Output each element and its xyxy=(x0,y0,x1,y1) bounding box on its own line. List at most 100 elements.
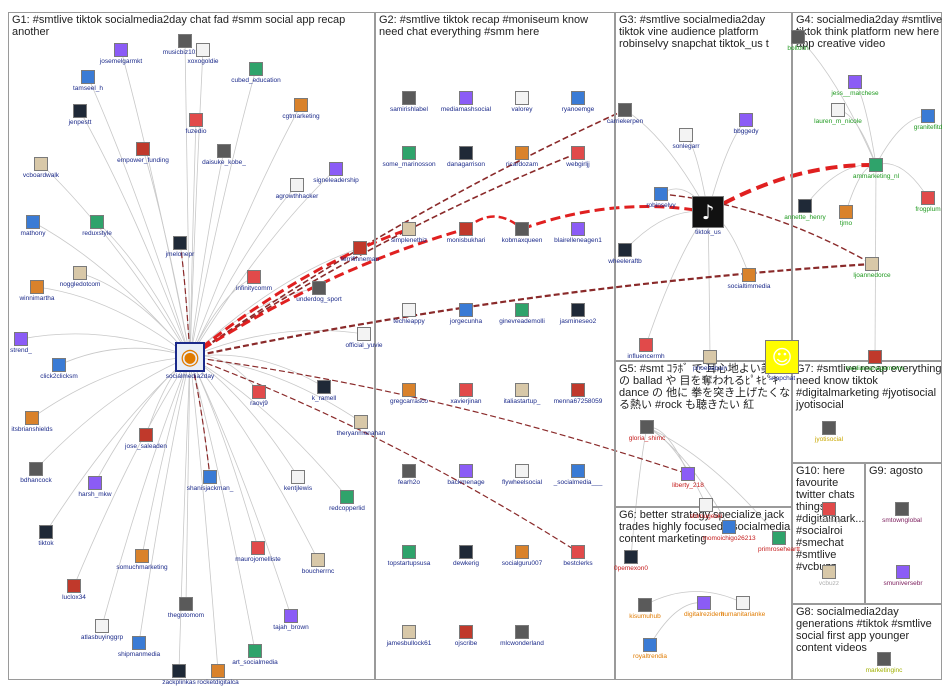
node-blairelleneagen1[interactable] xyxy=(571,222,585,236)
node-sonlegarr[interactable] xyxy=(679,128,693,142)
node-phoebabain[interactable] xyxy=(703,350,717,364)
node-socialmedia2day[interactable]: ◉ xyxy=(175,342,205,372)
node-ljoannedorce[interactable] xyxy=(865,257,879,271)
node-boltorin[interactable] xyxy=(791,30,805,44)
node-thegotomom[interactable] xyxy=(179,597,193,611)
node-strend_[interactable] xyxy=(14,332,28,346)
node-terrifinneman[interactable] xyxy=(353,241,367,255)
node-luclox34[interactable] xyxy=(67,579,81,593)
node-gloria_shimc[interactable] xyxy=(640,420,654,434)
node-gregcarrasco[interactable] xyxy=(402,383,416,397)
node-tamseel_h[interactable] xyxy=(81,70,95,84)
node-topstartupsusa[interactable] xyxy=(402,545,416,559)
node-danagarrison[interactable] xyxy=(459,146,473,160)
node-empower_funding[interactable] xyxy=(136,142,150,156)
node-tjmo[interactable] xyxy=(839,205,853,219)
node-jasmineseo2[interactable] xyxy=(571,303,585,317)
node-annette_henry[interactable] xyxy=(798,199,812,213)
node-signeleadership[interactable] xyxy=(329,162,343,176)
node-carriekerpen[interactable] xyxy=(618,103,632,117)
node-bdhancock[interactable] xyxy=(29,462,43,476)
node-art_socialmedia[interactable] xyxy=(248,644,262,658)
node-official_yuvie[interactable] xyxy=(357,327,371,341)
node-royaltrendia[interactable] xyxy=(643,638,657,652)
node-jenpestt[interactable] xyxy=(73,104,87,118)
node-xoxogoldie[interactable] xyxy=(196,43,210,57)
node-liberty_218[interactable] xyxy=(681,467,695,481)
node-mlcwonderland[interactable] xyxy=(515,625,529,639)
node-shimugeski[interactable] xyxy=(699,498,713,512)
node-monisbukhari[interactable] xyxy=(459,222,473,236)
node-jamesbullock61[interactable] xyxy=(402,625,416,639)
node-some_marinosson[interactable] xyxy=(402,146,416,160)
node-winnimartha[interactable] xyxy=(30,280,44,294)
node-redcopperlid[interactable] xyxy=(340,490,354,504)
node-0pemexon0[interactable] xyxy=(624,550,638,564)
node-mathony[interactable] xyxy=(26,215,40,229)
node-smtownglobal[interactable] xyxy=(895,502,909,516)
node-harsh_mkw[interactable] xyxy=(88,476,102,490)
node-somuchmarketing[interactable] xyxy=(135,549,149,563)
node-josemelgarmkt[interactable] xyxy=(114,43,128,57)
node-underdog_sport[interactable] xyxy=(312,281,326,295)
node-jose_saleaden[interactable] xyxy=(139,428,153,442)
node-valorey[interactable] xyxy=(515,91,529,105)
node-techleappy[interactable] xyxy=(402,303,416,317)
node-k_ramell[interactable] xyxy=(317,380,331,394)
node-iconicapp[interactable] xyxy=(822,502,836,516)
node-granitefitd[interactable] xyxy=(921,109,935,123)
node-cubed_education[interactable] xyxy=(249,62,263,76)
node-tiktok_us[interactable]: ♪ xyxy=(692,196,724,228)
node-influencermh[interactable] xyxy=(639,338,653,352)
node-zackplinkas[interactable] xyxy=(172,664,186,678)
node-snapchat[interactable]: ☺ xyxy=(765,340,799,374)
node-ammarketing_nl[interactable] xyxy=(869,158,883,172)
node-shanisjackman_[interactable] xyxy=(203,470,217,484)
node-ginevreademolli[interactable] xyxy=(515,303,529,317)
node-ricardozam[interactable] xyxy=(515,146,529,160)
node-digitalrezident[interactable] xyxy=(697,596,711,610)
node-frogplum[interactable] xyxy=(921,191,935,205)
node-rocketdigitalca[interactable] xyxy=(211,664,225,678)
node-kobmaxqueen[interactable] xyxy=(515,222,529,236)
node-marketinginc[interactable] xyxy=(877,652,891,666)
node-jyotisocial[interactable] xyxy=(822,421,836,435)
node-itsbrianshields[interactable] xyxy=(25,411,39,425)
node-boucherrnc[interactable] xyxy=(311,553,325,567)
node-fuzedio[interactable] xyxy=(189,113,203,127)
node-kentjlewis[interactable] xyxy=(291,470,305,484)
node-samirishlabel[interactable] xyxy=(402,91,416,105)
node-jorgecunha[interactable] xyxy=(459,303,473,317)
node-theryanmonahan[interactable] xyxy=(354,415,368,429)
node-bbggedy[interactable] xyxy=(739,113,753,127)
node-mediamashsocial[interactable] xyxy=(459,91,473,105)
node-ryanoemge[interactable] xyxy=(571,91,585,105)
node-simplenetbiz[interactable] xyxy=(402,222,416,236)
node-webgirljj[interactable] xyxy=(571,146,585,160)
node-robinselvy[interactable] xyxy=(654,187,668,201)
node-_socialmedia___[interactable] xyxy=(571,464,585,478)
node-primroseheartt[interactable] xyxy=(772,531,786,545)
node-socialtimmedia[interactable] xyxy=(742,268,756,282)
node-lauren_m_nicole[interactable] xyxy=(831,103,845,117)
node-tiktok[interactable] xyxy=(39,525,53,539)
node-ojscribe[interactable] xyxy=(459,625,473,639)
node-reduxstyle[interactable] xyxy=(90,215,104,229)
node-mediamanagemoms[interactable] xyxy=(868,350,882,364)
node-italiastartup_[interactable] xyxy=(515,383,529,397)
node-tajah_brown[interactable] xyxy=(284,609,298,623)
node-socialguru007[interactable] xyxy=(515,545,529,559)
node-jmelonepr[interactable] xyxy=(173,236,187,250)
node-agrowthhacker[interactable] xyxy=(290,178,304,192)
node-daisuke_kobe_[interactable] xyxy=(217,144,231,158)
node-raovj9[interactable] xyxy=(252,385,266,399)
node-xavierjinan[interactable] xyxy=(459,383,473,397)
node-musicbiz101wp[interactable] xyxy=(178,34,192,48)
node-jess__marchese[interactable] xyxy=(848,75,862,89)
node-momoichigo26213[interactable] xyxy=(722,520,736,534)
node-fearh2o[interactable] xyxy=(402,464,416,478)
node-bestclerks[interactable] xyxy=(571,545,585,559)
node-dewkerig[interactable] xyxy=(459,545,473,559)
node-vcbuzz[interactable] xyxy=(822,565,836,579)
node-noggledotcom[interactable] xyxy=(73,266,87,280)
